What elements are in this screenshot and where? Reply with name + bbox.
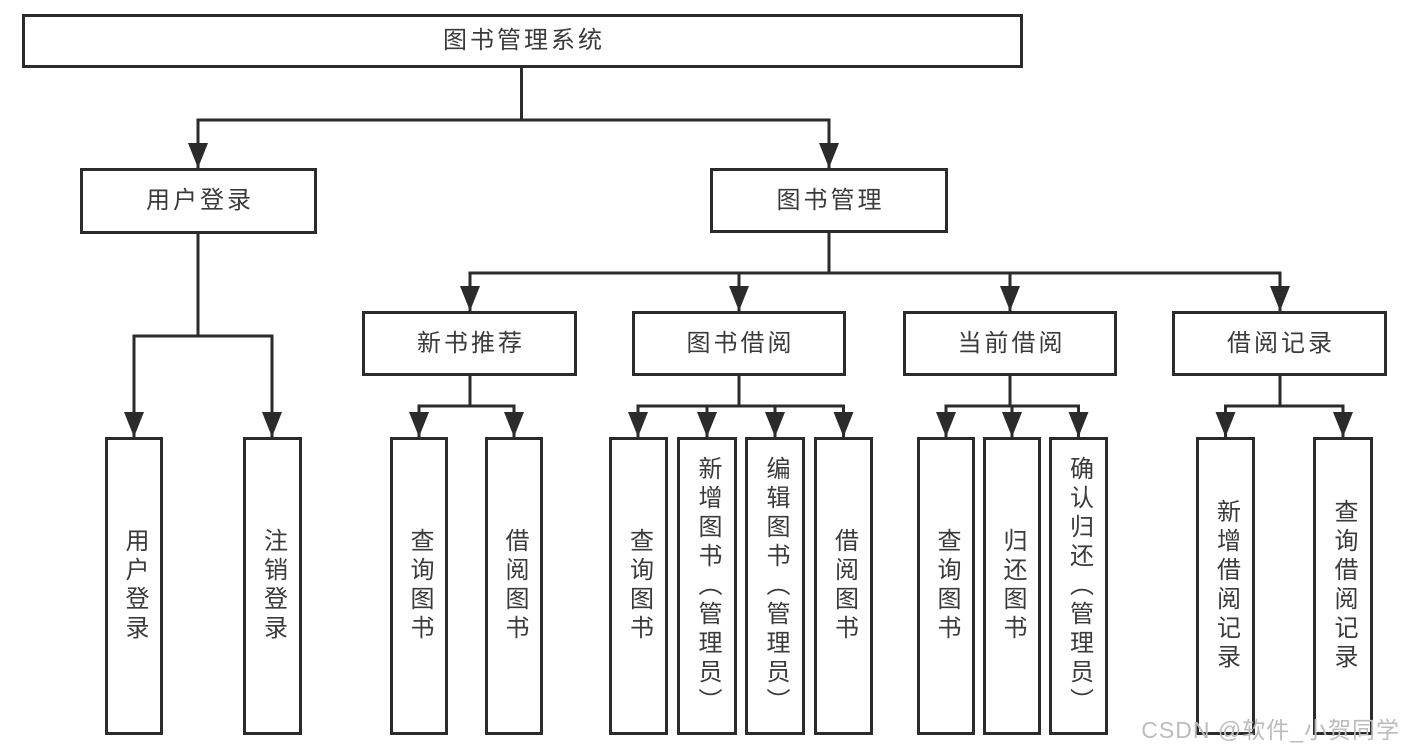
node-library-system: 图书管理系统 (22, 14, 1023, 68)
node-borrow-book-recommend: 借阅图书 (485, 437, 543, 735)
node-logout: 注销登录 (243, 437, 302, 735)
node-query-book-borrow: 查询图书 (609, 437, 668, 735)
node-book-management: 图书管理 (710, 168, 948, 233)
node-return-book: 归还图书 (983, 437, 1041, 735)
node-new-book-recommend: 新书推荐 (362, 311, 577, 376)
node-borrow-book: 借阅图书 (814, 437, 873, 735)
csdn-watermark: CSDN @软件_小贺同学 (1141, 717, 1400, 743)
node-borrow-record: 借阅记录 (1172, 311, 1387, 376)
node-book-borrow: 图书借阅 (632, 311, 846, 376)
node-current-borrow: 当前借阅 (903, 311, 1117, 376)
node-user-login-leaf: 用户登录 (105, 437, 163, 735)
node-query-book-current: 查询图书 (917, 437, 975, 735)
node-user-login: 用户登录 (80, 168, 317, 234)
node-add-borrow-record: 新增借阅记录 (1196, 437, 1255, 735)
node-query-borrow-record: 查询借阅记录 (1313, 437, 1373, 735)
node-add-book-admin: 新增图书（管理员） (677, 437, 737, 735)
node-edit-book-admin: 编辑图书（管理员） (745, 437, 805, 735)
node-confirm-return-admin: 确认归还（管理员） (1049, 437, 1108, 735)
node-query-book-recommend: 查询图书 (390, 437, 448, 735)
